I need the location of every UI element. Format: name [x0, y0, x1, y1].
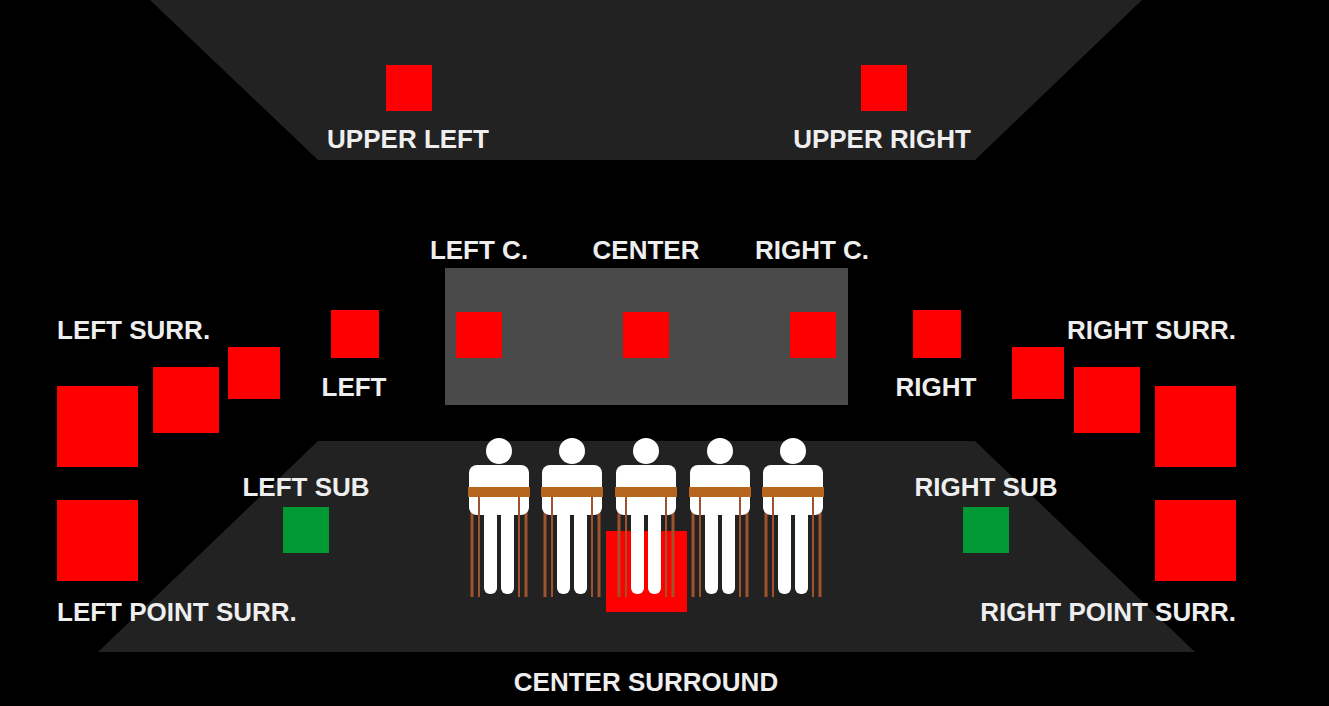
speakers	[57, 65, 1236, 612]
speaker-label: LEFT	[322, 372, 387, 402]
speaker-label: CENTER	[593, 235, 700, 265]
speaker-label: LEFT SURR.	[57, 315, 210, 345]
speaker-label: CENTER SURROUND	[514, 667, 778, 697]
screen	[445, 268, 848, 405]
speaker-label: UPPER LEFT	[327, 124, 489, 154]
speaker-label: RIGHT POINT SURR.	[980, 597, 1236, 627]
speaker-label: UPPER RIGHT	[793, 124, 971, 154]
speaker-label: LEFT POINT SURR.	[57, 597, 297, 627]
speaker-label: RIGHT C.	[755, 235, 869, 265]
audience	[468, 438, 824, 597]
subwoofer-label: LEFT SUB	[242, 472, 369, 502]
speaker-label: RIGHT SURR.	[1067, 315, 1236, 345]
subwoofer-label: RIGHT SUB	[915, 472, 1058, 502]
ceiling-panel	[150, 0, 1142, 160]
speaker-label: RIGHT	[896, 372, 977, 402]
speaker-label: LEFT C.	[430, 235, 528, 265]
